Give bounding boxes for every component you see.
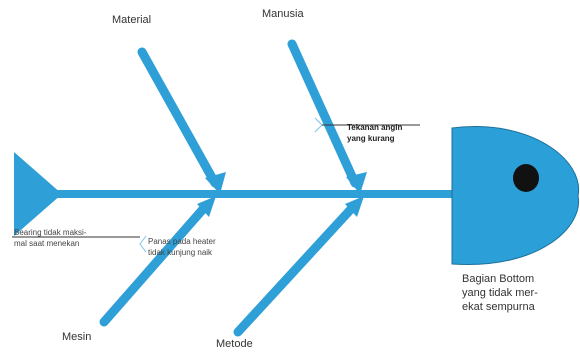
cause-panas-heater-line1: Panas pada heater [148, 237, 216, 246]
category-label-material: Material [112, 14, 152, 26]
mesin-bone-arrowhead [197, 196, 216, 217]
metode-bone-arrowhead [345, 196, 364, 217]
effect-line1: Bagian Bottom [462, 273, 535, 285]
manusia-bone-arrowhead [346, 172, 367, 194]
metode-bone [233, 203, 357, 337]
tekanan-angin-leader [314, 117, 323, 133]
fish-head [451, 126, 580, 266]
cause-tekanan-angin-line2: yang kurang [347, 134, 395, 143]
fish-eye [513, 164, 539, 192]
cause-bearing-line1: Bearing tidak maksi- [14, 228, 87, 237]
material-bone [137, 47, 220, 188]
mesin-bone [99, 203, 209, 327]
cause-panas-heater-line2: tidak kunjung naik [148, 248, 213, 257]
material-bone-arrowhead [205, 172, 226, 194]
cause-tekanan-angin: Tekanan angin yang kurang [347, 122, 402, 144]
category-label-metode: Metode [216, 338, 253, 350]
cause-panas-heater: Panas pada heater tidak kunjung naik [148, 236, 216, 258]
manusia-bone [287, 39, 360, 188]
effect-line3: ekat sempurna [462, 301, 535, 313]
effect-label: Bagian Bottom yang tidak mer- ekat sempu… [462, 272, 538, 314]
category-label-manusia: Manusia [262, 8, 304, 20]
cause-bearing-line2: mal saat menekan [14, 239, 80, 248]
cause-tekanan-angin-line1: Tekanan angin [347, 123, 403, 132]
effect-line2: yang tidak mer- [462, 287, 538, 299]
fish-spine [20, 190, 458, 198]
panas-heater-leader [139, 235, 147, 253]
cause-bearing: Bearing tidak maksi- mal saat menekan [14, 227, 86, 249]
category-label-mesin: Mesin [62, 331, 92, 343]
